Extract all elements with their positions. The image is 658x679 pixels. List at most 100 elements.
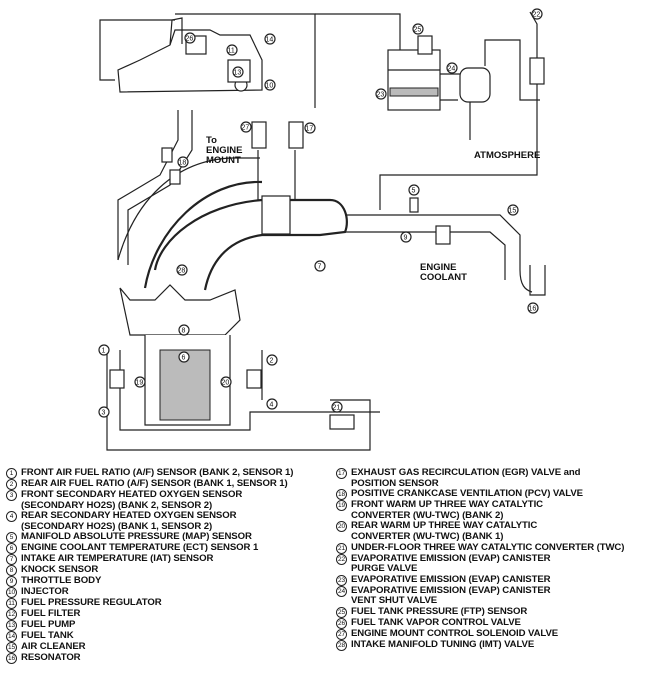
legend-number-badge: 8: [6, 565, 17, 577]
svg-text:21: 21: [333, 405, 341, 412]
svg-text:17: 17: [306, 126, 314, 133]
legend-item-20: 20 REAR WARM UP THREE WAY CATALYTIC CONVE…: [336, 521, 654, 542]
svg-text:27: 27: [242, 125, 250, 132]
legend-number-badge: 5: [6, 532, 17, 544]
legend-item-text: POSITIVE CRANKCASE VENTILATION (PCV) VAL…: [351, 488, 583, 500]
legend-item-4: 4 REAR SECONDARY HEATED OXYGEN SENSOR (SE…: [6, 510, 326, 532]
svg-text:10: 10: [266, 83, 274, 90]
svg-text:20: 20: [222, 380, 230, 387]
legend-number-badge: 27: [336, 628, 347, 640]
legend-item-text: EVAPORATIVE EMISSION (EVAP) CANISTER: [351, 573, 551, 585]
legend-item-text: FUEL TANK VAPOR CONTROL VALVE: [351, 616, 521, 628]
legend-item-text: INTAKE AIR TEMPERATURE (IAT) SENSOR: [21, 553, 214, 565]
svg-text:26: 26: [186, 36, 194, 43]
svg-text:5: 5: [412, 188, 416, 195]
legend-item-28: 28 INTAKE MANIFOLD TUNING (IMT) VALVE: [336, 638, 654, 651]
legend-item-text: MANIFOLD ABSOLUTE PRESSURE (MAP) SENSOR: [21, 531, 252, 543]
legend-number-badge: 2: [6, 479, 17, 490]
legend-item-text: REAR SECONDARY HEATED OXYGEN SENSOR (SEC…: [21, 510, 237, 532]
legend-item-text: EVAPORATIVE EMISSION (EVAP) CANISTER VEN…: [351, 584, 551, 607]
legend-number-badge: 12: [6, 609, 17, 621]
legend-item-24: 24 EVAPORATIVE EMISSION (EVAP) CANISTER V…: [336, 584, 654, 607]
legend-number-badge: 20: [336, 521, 347, 533]
legend-left-column: 1 FRONT AIR FUEL RATIO (A/F) SENSOR (BANK…: [6, 467, 326, 665]
legend-item-text: FUEL PUMP: [21, 619, 76, 631]
legend-number-badge: 7: [6, 554, 17, 566]
legend-item-10: 10 INJECTOR: [6, 586, 326, 599]
legend-item-12: 12 FUEL FILTER: [6, 608, 326, 621]
vacuum-lines: [117, 110, 304, 265]
fuel-tank-assembly: [99, 13, 316, 108]
legend-number-badge: 13: [6, 620, 17, 632]
legend-item-1: 1 FRONT AIR FUEL RATIO (A/F) SENSOR (BANK…: [6, 467, 326, 479]
legend-number-badge: 15: [6, 642, 17, 654]
legend-number-badge: 23: [336, 574, 347, 586]
legend-number-badge: 25: [336, 606, 347, 618]
legend-item-text: AIR CLEANER: [21, 641, 86, 653]
legend-number-badge: 10: [6, 587, 17, 599]
legend-item-text: ENGINE MOUNT CONTROL SOLENOID VALVE: [351, 627, 559, 639]
legend-item-7: 7 INTAKE AIR TEMPERATURE (IAT) SENSOR: [6, 553, 326, 566]
svg-text:18: 18: [179, 160, 187, 167]
svg-text:16: 16: [529, 306, 537, 313]
legend-number-badge: 4: [6, 511, 17, 523]
label-engine-coolant: ENGINE COOLANT: [420, 262, 467, 283]
legend-item-21: 21 UNDER-FLOOR THREE WAY CATALYTIC CONVER…: [336, 541, 654, 554]
legend-number-badge: 3: [6, 490, 17, 501]
svg-text:15: 15: [509, 208, 517, 215]
legend-number-badge: 26: [336, 617, 347, 629]
callout-numbers: 1 2 3 4 5 6 7 8 9 10 11 13 14 15 16 17 1…: [98, 8, 543, 418]
svg-text:14: 14: [266, 37, 274, 44]
legend-item-text: INJECTOR: [21, 586, 69, 598]
legend-item-text: UNDER-FLOOR THREE WAY CATALYTIC CONVERTE…: [351, 541, 625, 553]
exhaust-system: [106, 197, 546, 451]
svg-text:9: 9: [404, 235, 408, 242]
legend-number-badge: 16: [6, 653, 17, 665]
engine-intake-assembly: [117, 157, 348, 426]
evap-canister-assembly: [315, 11, 545, 210]
label-atmosphere: ATMOSPHERE: [474, 150, 540, 161]
legend-item-23: 23 EVAPORATIVE EMISSION (EVAP) CANISTER: [336, 573, 654, 586]
legend-item-text: FRONT SECONDARY HEATED OXYGEN SENSOR (SE…: [21, 489, 243, 511]
legend-item-8: 8 KNOCK SENSOR: [6, 564, 326, 577]
legend-item-text: KNOCK SENSOR: [21, 564, 99, 576]
svg-text:2: 2: [270, 358, 274, 365]
legend-number-badge: 22: [336, 553, 347, 565]
legend-item-25: 25 FUEL TANK PRESSURE (FTP) SENSOR: [336, 605, 654, 618]
legend-item-text: REAR WARM UP THREE WAY CATALYTIC CONVERT…: [351, 520, 538, 542]
legend-number-badge: 19: [336, 500, 347, 512]
legend-item-text: FRONT AIR FUEL RATIO (A/F) SENSOR (BANK …: [21, 467, 294, 478]
legend-number-badge: 24: [336, 585, 347, 597]
emission-system-diagram: 1 2 3 4 5 6 7 8 9 10 11 13 14 15 16 17 1…: [98, 8, 546, 451]
legend-item-text: FUEL TANK: [21, 630, 74, 642]
legend-number-badge: 1: [6, 468, 17, 479]
legend-number-badge: 28: [336, 639, 347, 651]
svg-text:19: 19: [136, 380, 144, 387]
svg-text:25: 25: [414, 27, 422, 34]
legend-item-text: FUEL FILTER: [21, 608, 81, 620]
legend-item-text: ENGINE COOLANT TEMPERATURE (ECT) SENSOR …: [21, 542, 259, 554]
legend-item-text: FUEL TANK PRESSURE (FTP) SENSOR: [351, 605, 528, 617]
svg-text:1: 1: [102, 348, 106, 355]
svg-text:24: 24: [448, 66, 456, 73]
legend-item-text: THROTTLE BODY: [21, 575, 102, 587]
legend-item-text: INTAKE MANIFOLD TUNING (IMT) VALVE: [351, 638, 535, 650]
legend-number-badge: 17: [336, 468, 347, 479]
legend-item-14: 14 FUEL TANK: [6, 630, 326, 643]
svg-text:7: 7: [318, 264, 322, 271]
legend-item-5: 5 MANIFOLD ABSOLUTE PRESSURE (MAP) SENSOR: [6, 531, 326, 544]
legend-number-badge: 6: [6, 543, 17, 555]
legend-item-text: REAR AIR FUEL RATIO (A/F) SENSOR (BANK 1…: [21, 478, 288, 489]
legend-item-13: 13 FUEL PUMP: [6, 619, 326, 632]
legend-number-badge: 14: [6, 631, 17, 643]
legend-item-3: 3 FRONT SECONDARY HEATED OXYGEN SENSOR (S…: [6, 489, 326, 511]
legend-number-badge: 21: [336, 542, 347, 554]
svg-text:11: 11: [228, 48, 235, 55]
